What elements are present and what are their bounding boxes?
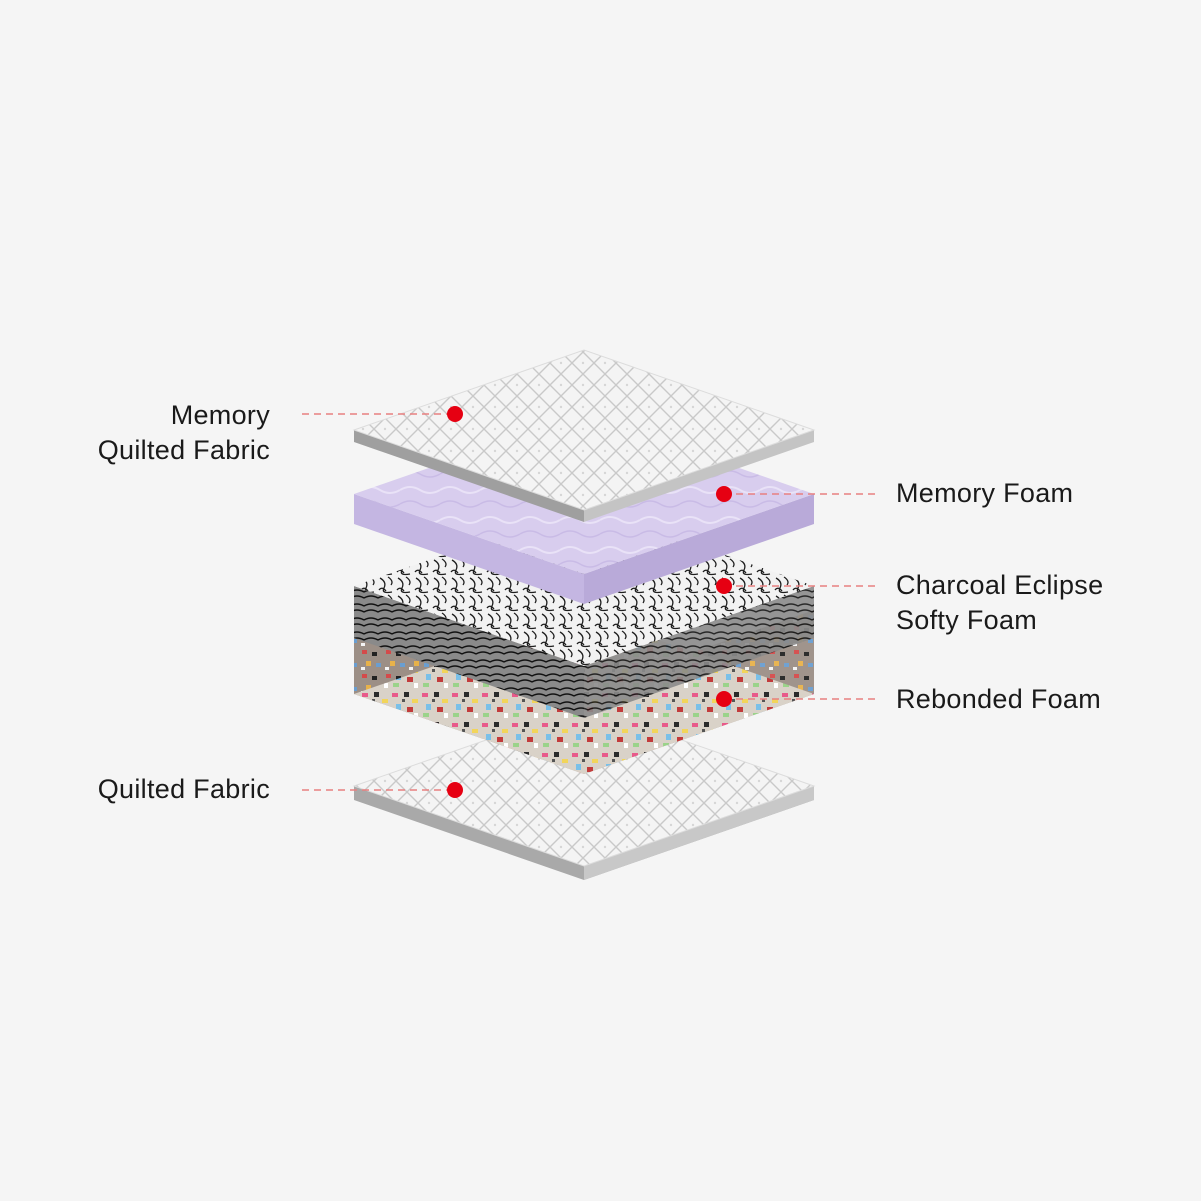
label-line: Memory	[170, 400, 270, 430]
marker-memory-foam	[716, 486, 732, 502]
marker-quilted-fabric	[447, 782, 463, 798]
layer-quilted-fabric	[352, 705, 816, 880]
label-memory-foam: Memory Foam	[896, 476, 1073, 511]
marker-memory-quilted-fabric	[447, 406, 463, 422]
label-line: Quilted Fabric	[97, 435, 270, 465]
label-line: Memory Foam	[896, 478, 1074, 508]
label-line: Charcoal Eclipse	[896, 570, 1104, 600]
label-charcoal-eclipse-softy-foam: Charcoal Eclipse Softy Foam	[896, 568, 1103, 638]
label-memory-quilted-fabric: Memory Quilted Fabric	[98, 398, 270, 468]
layer-memory-quilted-fabric	[352, 349, 816, 522]
marker-charcoal-foam	[716, 578, 732, 594]
label-line: Softy Foam	[896, 605, 1038, 635]
label-rebonded-foam: Rebonded Foam	[896, 682, 1101, 717]
label-quilted-fabric: Quilted Fabric	[98, 772, 270, 807]
label-line: Rebonded Foam	[896, 684, 1102, 714]
label-line: Quilted Fabric	[97, 774, 270, 804]
marker-rebonded-foam	[716, 691, 732, 707]
